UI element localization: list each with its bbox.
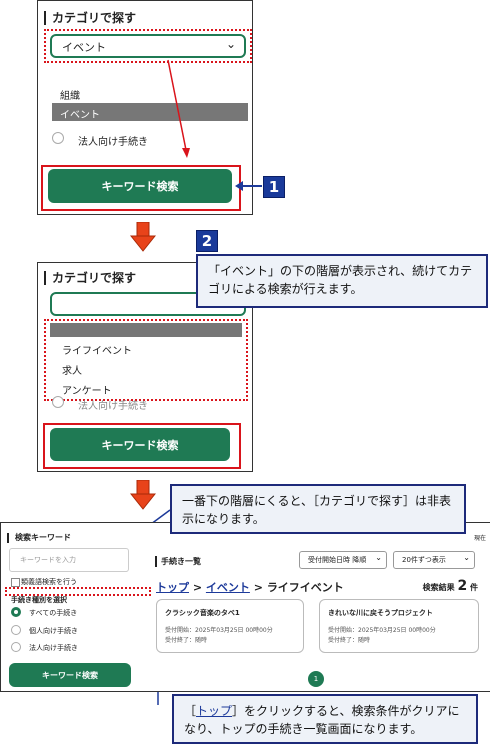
callout-top-link-desc: ］をクリックすると、検索条件がクリアになり、トップの手続き一覧画面になります。 — [184, 704, 460, 736]
synonym-checkbox[interactable] — [11, 578, 20, 587]
step-badge-1: 1 — [263, 176, 285, 198]
keyword-input[interactable]: キーワードを入力 — [9, 548, 129, 572]
breadcrumb-sep: > — [192, 581, 203, 594]
highlight-select — [44, 29, 252, 63]
highlight-search-button — [43, 423, 241, 469]
panel-step3: 検索キーワード キーワードを入力 類義語検索を行う 手続き種別を選択 すべての手… — [0, 522, 490, 692]
synonym-label: 類義語検索を行う — [21, 578, 77, 586]
radio-all[interactable] — [11, 607, 21, 617]
result-number: 2 — [457, 578, 468, 594]
breadcrumb: トップ > イベント > ライフイベント — [156, 579, 344, 595]
pagination-current[interactable]: 1 — [308, 671, 324, 687]
radio-corporate[interactable] — [11, 642, 21, 652]
radio-individual[interactable] — [11, 625, 21, 635]
callout-top-link: ［トップ］をクリックすると、検索条件がクリアになり、トップの手続き一覧画面になり… — [172, 694, 478, 744]
radio-corporate-label: 法人向け手続き — [78, 401, 148, 412]
category-select[interactable]: イベント ⌄ — [50, 34, 246, 58]
keyword-search-button[interactable]: キーワード検索 — [48, 169, 232, 203]
highlight-hidden-category — [5, 587, 151, 596]
panel-step1: カテゴリで探す イベント ⌄ 組織 イベント 法人向け手続き キーワード検索 — [37, 0, 253, 215]
category-select-value: イベント — [62, 41, 106, 54]
keyword-search-button[interactable]: キーワード検索 — [50, 428, 230, 461]
callout-step3-hidden: 一番下の階層にくると、［カテゴリで探す］は非表示になります。 — [170, 484, 466, 534]
card-start: 受付開始：2025年03月25日 00時00分 — [328, 627, 436, 634]
breadcrumb-current: ライフイベント — [266, 581, 344, 594]
down-arrow-2 — [130, 480, 156, 510]
card-title: きれいな川に戻そうプロジェクト — [328, 609, 433, 617]
category-section-title: カテゴリで探す — [44, 271, 136, 285]
procedure-card[interactable]: きれいな川に戻そうプロジェクト 受付開始：2025年03月25日 00時00分 … — [319, 599, 479, 653]
card-end: 受付終了：随時 — [165, 637, 208, 644]
procedure-card[interactable]: クラシック音楽のタベ1 受付開始：2025年03月25日 00時00分 受付終了… — [156, 599, 304, 653]
keyword-search-button[interactable]: キーワード検索 — [9, 663, 131, 687]
per-page-select-value: 20件ずつ表示 — [402, 556, 446, 564]
chevron-down-icon: ⌄ — [375, 553, 382, 562]
option-item-selected[interactable] — [50, 323, 242, 337]
card-title: クラシック音楽のタベ1 — [165, 609, 240, 617]
radio-corporate-label: 法人向け手続き — [29, 644, 78, 652]
per-page-select[interactable]: 20件ずつ表示 ⌄ — [393, 551, 475, 569]
result-unit: 件 — [470, 583, 478, 592]
card-start: 受付開始：2025年03月25日 00時00分 — [165, 627, 273, 634]
breadcrumb-sep: > — [253, 581, 263, 594]
radio-corporate[interactable] — [52, 396, 64, 408]
result-label: 検索結果 — [422, 583, 455, 592]
list-title: 手続き一覧 — [155, 556, 201, 567]
callout-top-link-text: トップ — [196, 704, 233, 718]
card-end: 受付終了：随時 — [328, 637, 371, 644]
keyword-input-placeholder: キーワードを入力 — [20, 556, 76, 564]
callout-step2-text: 「イベント」の下の階層が表示され、続けてカテゴリによる検索が行えます。 — [208, 264, 473, 296]
down-arrow-1 — [130, 222, 156, 252]
category-section-title: カテゴリで探す — [44, 11, 136, 25]
chevron-down-icon: ⌄ — [225, 37, 236, 51]
breadcrumb-top-link[interactable]: トップ — [156, 581, 189, 594]
option-item[interactable]: 組織 — [60, 91, 80, 102]
chevron-down-icon: ⌄ — [463, 553, 470, 562]
callout-step3-hidden-text: 一番下の階層にくると、［カテゴリで探す］は非表示になります。 — [182, 494, 452, 526]
option-item[interactable]: アンケート — [62, 386, 112, 397]
result-count: 検索結果 2 件 — [423, 578, 478, 594]
callout-bracket: ［ — [184, 704, 197, 718]
option-item-selected[interactable]: イベント — [52, 103, 248, 121]
option-item[interactable]: ライフイベント — [62, 346, 132, 357]
option-item-label: イベント — [60, 110, 100, 121]
breadcrumb-event-link[interactable]: イベント — [205, 581, 250, 594]
radio-corporate-label: 法人向け手続き — [78, 137, 148, 148]
keyword-section-title: 検索キーワード — [7, 533, 71, 543]
sort-select-value: 受付開始日時 降順 — [308, 556, 367, 564]
header-current: 現在 — [473, 535, 486, 542]
highlight-options — [44, 319, 248, 401]
type-title: 手続き種別を選択 — [11, 596, 67, 604]
radio-all-label: すべての手続き — [29, 609, 78, 617]
option-item[interactable]: 求人 — [62, 366, 82, 377]
step-badge-2: 2 — [196, 230, 218, 252]
radio-individual-label: 個人向け手続き — [29, 627, 78, 635]
radio-corporate[interactable] — [52, 132, 64, 144]
callout-step2: 「イベント」の下の階層が表示され、続けてカテゴリによる検索が行えます。 — [196, 254, 488, 308]
sort-select[interactable]: 受付開始日時 降順 ⌄ — [299, 551, 387, 569]
